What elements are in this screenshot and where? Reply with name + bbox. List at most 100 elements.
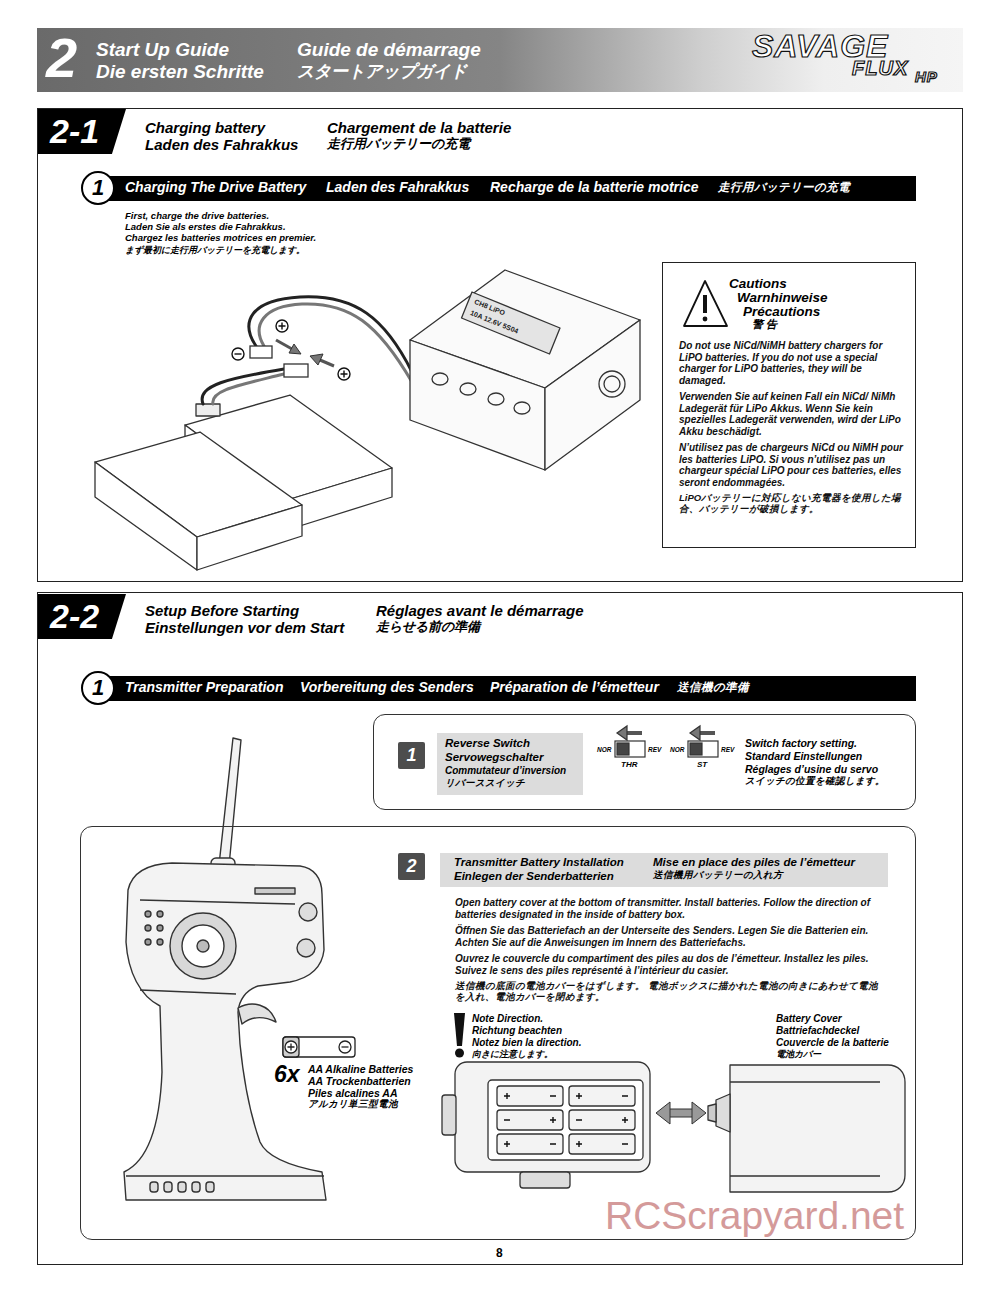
charger [604,376,620,392]
transmitter [299,903,317,921]
battery-compartment [488,1080,643,1160]
section-number: 2-2 [38,594,126,639]
transmitter [164,1182,172,1192]
aa-battery [342,1046,349,1047]
text-label: リバーススイッチ [445,778,525,789]
text-label: Battery Cover [776,1013,842,1025]
lipo-battery [196,404,220,416]
text-label: Einstellungen vor dem Start [145,619,344,636]
battery-cover [730,1082,880,1176]
battery-cover [730,1065,905,1192]
polarity-symbol [338,368,350,380]
label-box: Transmitter Battery InstallationEinlegen… [440,853,888,887]
instruction-text: N’utilisez pas de chargeurs NiCd ou NiMH… [679,442,905,488]
text-label: Réglages avant le démarrage [376,602,584,619]
heading-text: Vorbereitung des Senders [300,679,474,695]
exclamation-mark [455,1049,464,1058]
charger [410,340,545,470]
polarity-symbol [341,371,348,378]
direction-arrow [276,340,334,366]
text-label: Mise en place des piles de l’émetteur [653,856,855,869]
aa-battery [285,1041,297,1053]
switch-illustration [617,726,627,740]
text-label: アルカリ単三型電池 [308,1099,398,1110]
text-label: まず最初に走行用バッテリーを充電します。 [125,245,305,255]
battery-cover [716,1094,730,1132]
step-bar: 1Charging The Drive BatteryLaden des Fah… [88,176,916,201]
battery-cover [708,1104,716,1122]
heading-text: Préparation de l’émetteur [490,679,659,695]
text-label: REV [721,746,734,753]
lipo-battery [95,462,197,570]
switch-illustration [617,743,629,755]
battery-lead [259,304,412,382]
polarity-symbol [279,323,286,330]
instruction-text: Do not use NiCd/NiMH battery chargers fo… [679,340,905,386]
instruction-text: 送信機の底面の電池カバーをはずします。 電池ボックスに描かれた電池の向きにあわせ… [455,981,880,1003]
transmitter [157,939,163,945]
text-label: Précautions [743,304,820,320]
text-label: Chargement de la batterie [327,119,511,136]
text-label: Charging battery [145,119,265,136]
text-label: 電池カバー [776,1049,821,1059]
heading-text: 送信機の準備 [677,681,749,694]
text-label: Standard Einstellungen [745,750,862,762]
text-label: 6x [274,1061,300,1087]
brand-logo: HP [915,69,938,84]
text-label: Setup Before Starting [145,602,299,619]
instruction-text: Öffnen Sie das Batteriefach an der Unter… [455,925,880,948]
text-label: AA Alkaline Batteries [308,1063,413,1075]
charger [462,292,561,354]
aa-battery [339,1041,351,1053]
step-box: 1Switch factory setting.Standard Einstel… [373,714,916,810]
heading-text: 走行用バッテリーの充電 [718,181,850,194]
transmitter [157,925,163,931]
heading-text: Charging The Drive Battery [125,179,306,195]
text-label: 走らせる前の準備 [376,620,480,635]
direction-arrow [310,354,323,365]
text-label: Richtung beachten [472,1025,562,1037]
text-column: Open battery cover at the bottom of tran… [455,897,880,1008]
charger [410,270,640,470]
heading-text: スタートアップガイド [297,62,467,82]
exclamation-mark [454,1013,465,1058]
transmitter [157,911,163,917]
text-label: REV [648,746,661,753]
text-label: Cautions [729,276,787,292]
transmitter [145,925,151,931]
switch-illustration [615,726,718,757]
text-label: ST [697,760,707,769]
exclamation-mark [454,1013,465,1046]
section-number: 2-1 [38,109,126,154]
warning-sign [703,317,708,322]
text-label: Laden des Fahrakkus [145,136,298,153]
battery-lead [202,369,284,404]
warning-sign [684,281,727,326]
charger [599,371,625,397]
transmitter [124,738,326,1200]
transmitter [197,940,209,952]
text-label: スイッチの位置を確認します。 [745,776,885,787]
polarity-symbol [232,348,244,360]
charger [514,402,530,414]
switch-illustration [688,741,718,757]
warning-sign [684,281,727,326]
battery-lead [213,374,284,404]
instruction-text: Ouvrez le couvercle du compartiment des … [455,953,880,976]
battery-compartment [442,1095,456,1135]
lipo-battery [287,468,392,530]
text-label: Chargez les batteries motrices en premie… [125,233,316,244]
transmitter [182,925,224,967]
step-bar: 1Transmitter PreparationVorbereitung des… [88,676,916,701]
plug [250,346,272,358]
aa-battery [288,1044,295,1051]
direction-arrow [289,344,301,354]
transmitter [126,900,324,1176]
page-number: 8 [496,1247,503,1261]
battery-lead [202,297,412,404]
heading-text: Guide de démarrage [297,39,481,61]
transmitter [192,1182,200,1192]
battery-cover [708,1065,905,1192]
double-arrow [656,1102,706,1124]
